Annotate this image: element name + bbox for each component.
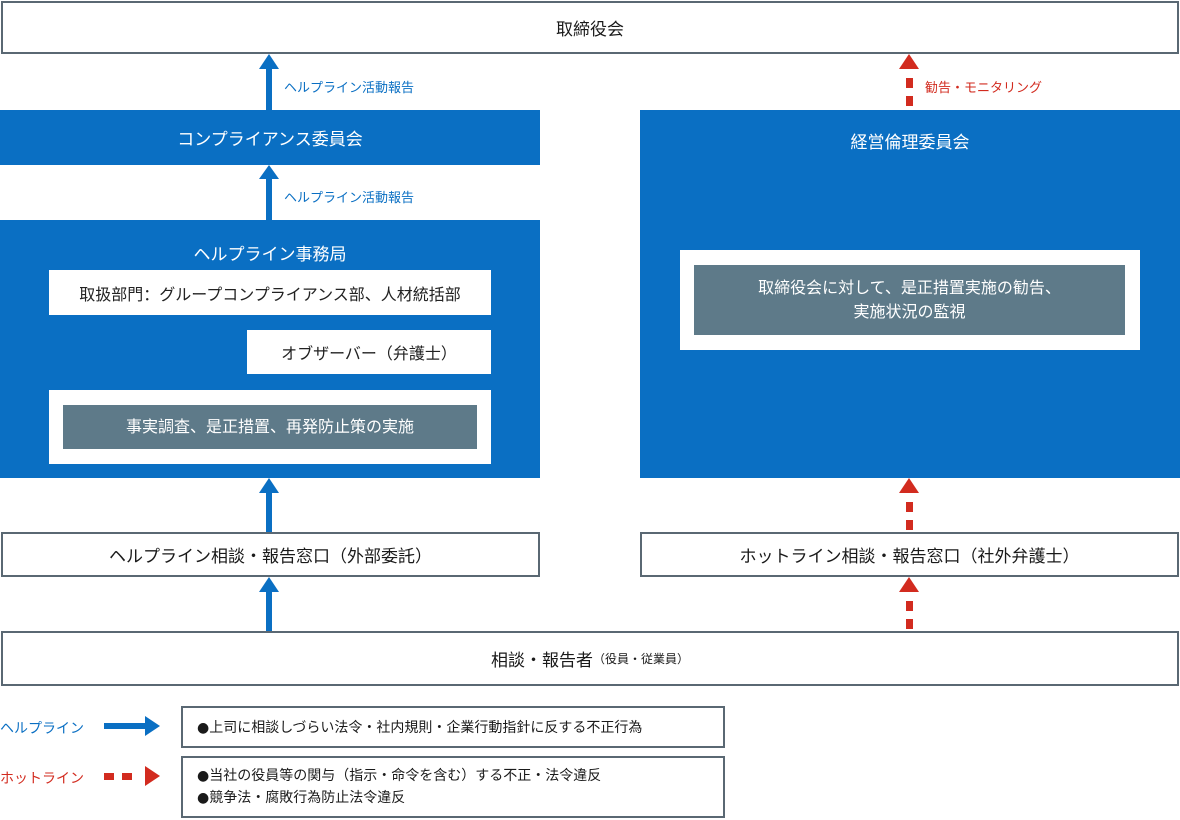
arrow-head-compliance-to-board	[259, 54, 279, 69]
board-label: 取締役会	[556, 20, 624, 40]
arrow-head-reporter-to-hotline-window	[899, 577, 919, 592]
compliance-committee-box: コンプライアンス委員会	[0, 110, 540, 165]
ethics-task-box: 取締役会に対して、是正措置実施の勧告、 実施状況の監視	[694, 265, 1125, 335]
arrow-head-ethics-to-board	[899, 54, 919, 69]
reporter-sub-label: （役員・従業員）	[592, 652, 689, 666]
ethics-task-frame: 取締役会に対して、是正措置実施の勧告、 実施状況の監視	[680, 250, 1140, 350]
legend-helpline-box: ●上司に相談しづらい法令・社内規則・企業行動指針に反する不正行為	[181, 706, 725, 748]
arrow-dash	[906, 502, 913, 512]
legend-hotline-name: ホットライン	[0, 771, 84, 787]
reporter-label: 相談・報告者	[490, 651, 593, 671]
ethics-task-line-2: 実施状況の監視	[853, 302, 966, 321]
board-of-directors-box: 取締役会	[1, 1, 1179, 54]
observer-label: オブザーバー（弁護士）	[281, 344, 457, 363]
action-frame: 事実調査、是正措置、再発防止策の実施	[49, 390, 491, 464]
action-label: 事実調査、是正措置、再発防止策の実施	[125, 417, 414, 436]
helpline-report-label-2: ヘルプライン活動報告	[284, 191, 415, 206]
department-label: 取扱部門：グループコンプライアンス部、人材統括部	[79, 284, 461, 304]
arrow-shaft-reporter-to-window	[266, 591, 272, 631]
ethics-committee-label: 経営倫理委員会	[850, 133, 970, 153]
arrow-head-reporter-to-window	[259, 577, 279, 592]
legend-hotline-box: ●当社の役員等の関与（指示・命令を含む）する不正・法令違反 ●競争法・腐敗行為防…	[181, 756, 725, 818]
reporter-box: 相談・報告者（役員・従業員）	[1, 631, 1179, 686]
action-box: 事実調査、是正措置、再発防止策の実施	[63, 405, 477, 449]
legend-helpline-item-1: ●上司に相談しづらい法令・社内規則・企業行動指針に反する不正行為	[197, 720, 643, 736]
ethics-committee-box: 経営倫理委員会 取締役会に対して、是正措置実施の勧告、 実施状況の監視	[640, 110, 1180, 478]
legend-hotline-item-2: ●競争法・腐敗行為防止法令違反	[197, 790, 406, 806]
arrow-head-hotline-window-to-ethics	[899, 478, 919, 493]
arrow-shaft-compliance-to-board	[266, 68, 272, 110]
hotline-window-label: ホットライン相談・報告窓口（社外弁護士）	[739, 547, 1080, 567]
recommendation-monitoring-label: 勧告・モニタリング	[925, 81, 1043, 96]
arrow-head-window-to-secretariat	[259, 478, 279, 493]
arrow-dash	[906, 96, 913, 106]
helpline-secretariat-box: ヘルプライン事務局 取扱部門：グループコンプライアンス部、人材統括部 オブザーバ…	[0, 220, 540, 478]
observer-box: オブザーバー（弁護士）	[247, 330, 491, 374]
legend-helpline-arrow-head	[145, 716, 160, 736]
legend-helpline-name: ヘルプライン	[0, 721, 84, 737]
legend-hotline-dash	[104, 773, 114, 780]
arrow-shaft-secretariat-to-compliance	[266, 178, 272, 220]
department-box: 取扱部門：グループコンプライアンス部、人材統括部	[49, 270, 491, 315]
arrow-dash	[906, 601, 913, 611]
secretariat-title: ヘルプライン事務局	[193, 245, 347, 265]
helpline-report-label-1: ヘルプライン活動報告	[284, 81, 415, 96]
arrow-shaft-window-to-secretariat	[266, 492, 272, 532]
arrow-dash	[906, 78, 913, 88]
legend-helpline-arrow-shaft	[104, 723, 146, 729]
helpline-window-box: ヘルプライン相談・報告窓口（外部委託）	[1, 532, 540, 577]
legend-hotline-item-1: ●当社の役員等の関与（指示・命令を含む）する不正・法令違反	[197, 768, 602, 784]
helpline-window-label: ヘルプライン相談・報告窓口（外部委託）	[109, 547, 432, 567]
legend-hotline-arrow-head	[145, 766, 160, 786]
compliance-committee-label: コンプライアンス委員会	[177, 130, 363, 150]
arrow-dash	[906, 520, 913, 530]
hotline-window-box: ホットライン相談・報告窓口（社外弁護士）	[640, 532, 1179, 577]
ethics-task-line-1: 取締役会に対して、是正措置実施の勧告、	[758, 278, 1061, 297]
arrow-dash	[906, 619, 913, 629]
legend-hotline-dash	[122, 773, 132, 780]
arrow-head-secretariat-to-compliance	[259, 165, 279, 179]
